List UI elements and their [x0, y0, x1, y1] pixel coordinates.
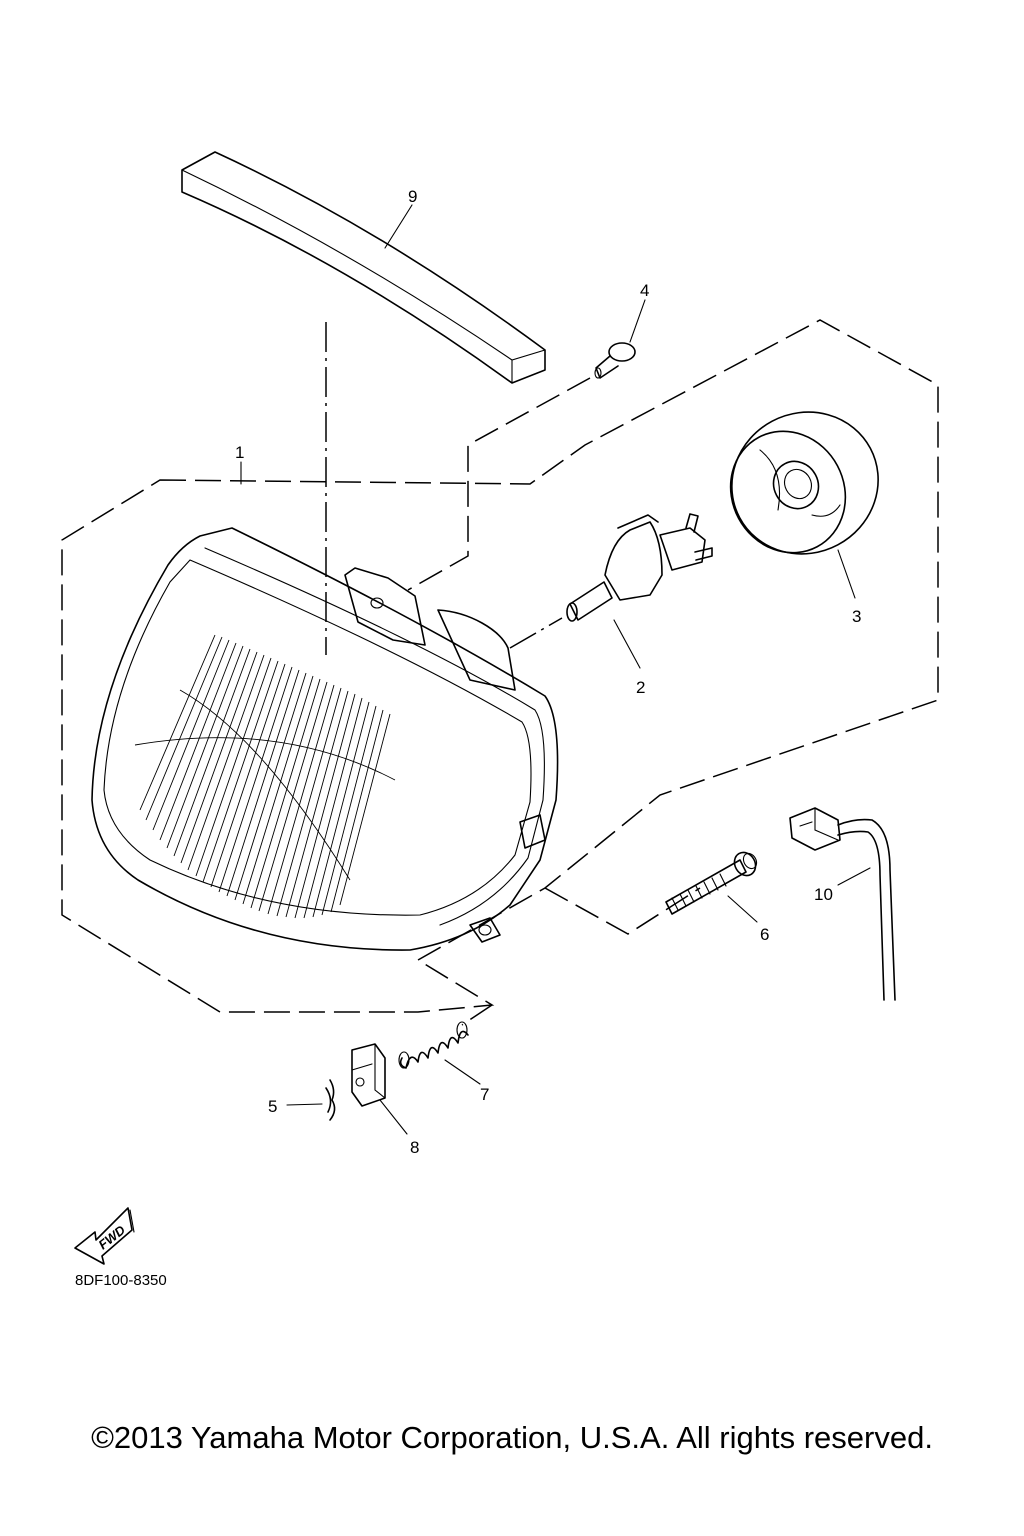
callout-5: 5 — [268, 1097, 277, 1116]
part-3-cover — [729, 411, 879, 555]
fwd-arrow-icon: FWD — [74, 1207, 135, 1265]
part-2-bulb — [566, 513, 713, 622]
lens-pattern — [134, 634, 396, 919]
drawing-code: 8DF100-8350 — [75, 1272, 167, 1289]
leader-4 — [407, 377, 591, 591]
part-4-rivet — [594, 342, 636, 379]
centerline-bulb — [509, 617, 563, 649]
leader-7 — [461, 1004, 493, 1026]
part-7-spring — [398, 1021, 469, 1069]
part-10-harness — [789, 807, 896, 1001]
part-1-headlight-unit — [91, 527, 559, 951]
part-5-clip — [325, 1079, 336, 1121]
callout-10: 10 — [814, 885, 833, 904]
leader-6 — [544, 887, 701, 935]
callout-leaders — [240, 204, 871, 1135]
callout-4: 4 — [640, 281, 649, 300]
callout-8: 8 — [410, 1138, 419, 1157]
callout-3: 3 — [852, 607, 861, 626]
part-9-visor — [181, 151, 546, 384]
callout-6: 6 — [760, 925, 769, 944]
callout-7: 7 — [480, 1085, 489, 1104]
part-6-bolt — [665, 851, 758, 915]
part-8-nut — [351, 1043, 386, 1107]
callout-1: 1 — [235, 443, 244, 462]
callout-2: 2 — [636, 678, 645, 697]
callout-9: 9 — [408, 187, 417, 206]
copyright-notice: ©2013 Yamaha Motor Corporation, U.S.A. A… — [91, 1420, 933, 1455]
